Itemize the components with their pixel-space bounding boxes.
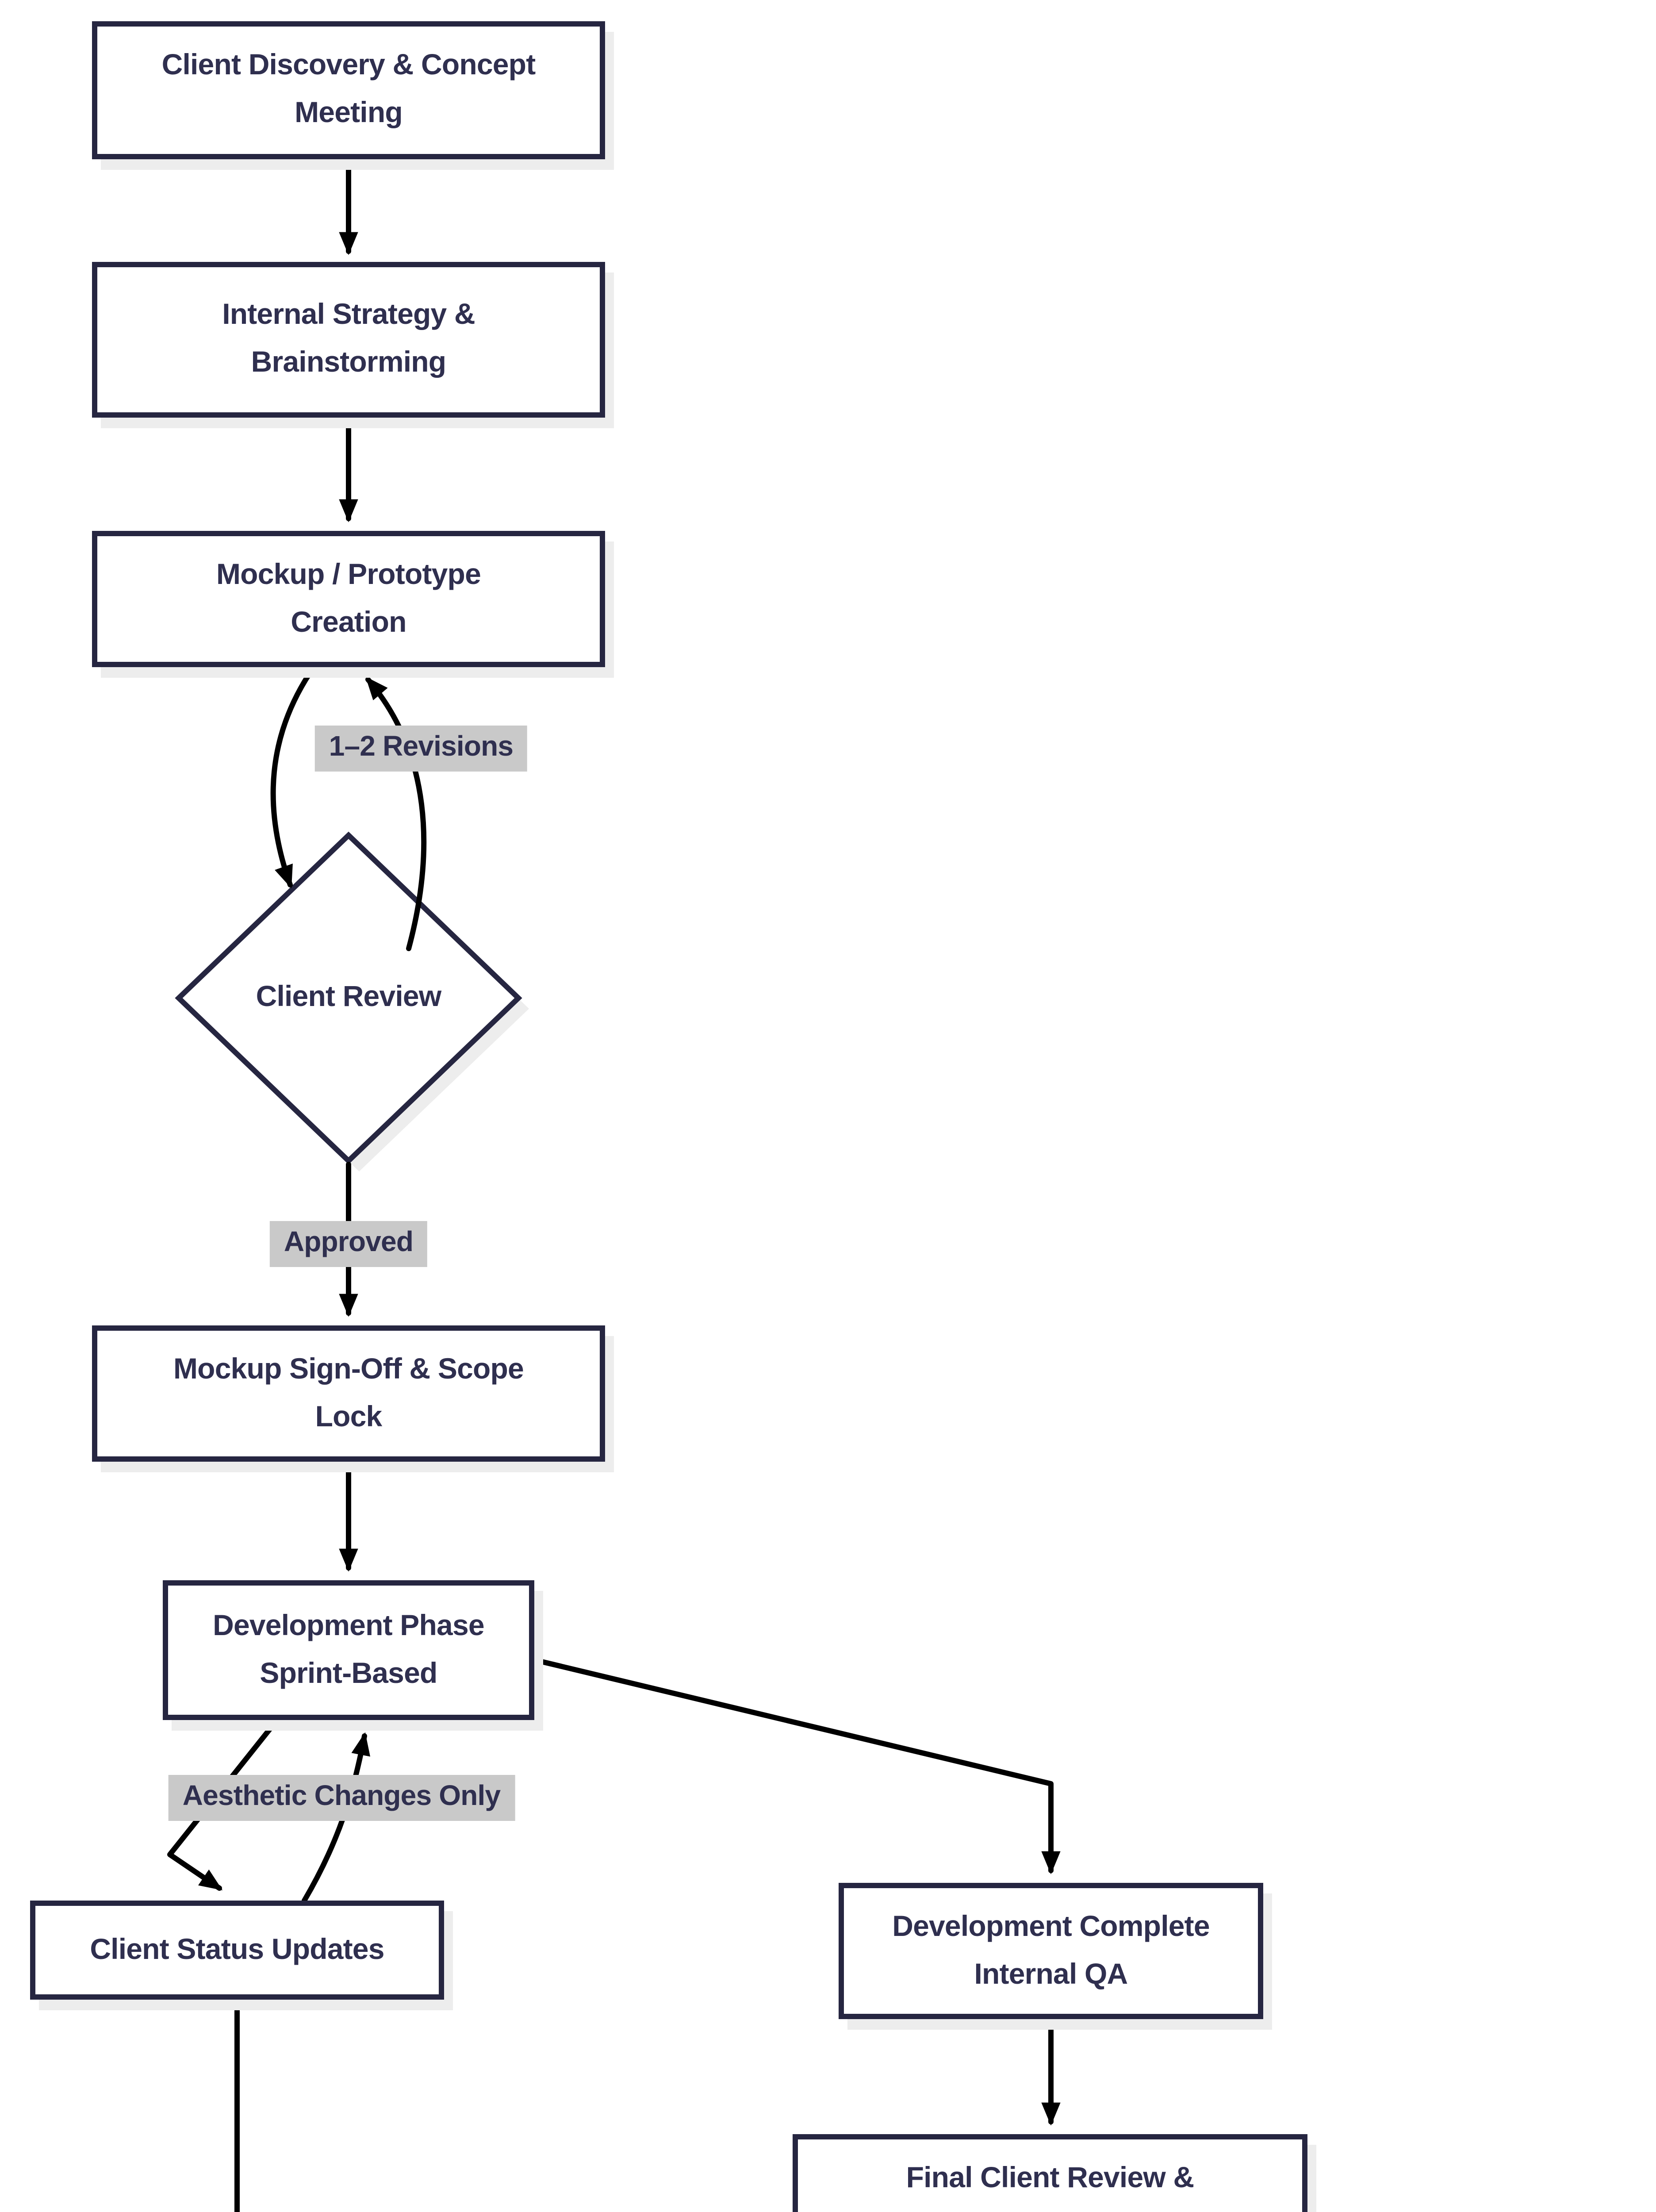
node-development-phase-line2: Sprint-Based — [260, 1657, 437, 1689]
node-mockup-signoff-line2: Lock — [315, 1401, 383, 1432]
edge-label-approved-mockup: Approved — [269, 1221, 428, 1267]
node-client-discovery: Client Discovery & Concept Meeting — [92, 21, 605, 159]
edge-label-aesthetic-changes: Aesthetic Changes Only — [168, 1775, 515, 1821]
node-mockup-prototype-line1: Mockup / Prototype — [216, 558, 481, 590]
node-development-complete-line2: Internal QA — [974, 1958, 1128, 1990]
node-client-discovery-line1: Client Discovery & Concept — [161, 50, 536, 81]
node-final-client-review-line2: Approval — [988, 2202, 1112, 2212]
node-mockup-signoff-line1: Mockup Sign-Off & Scope — [173, 1353, 524, 1385]
node-mockup-prototype-line2: Creation — [291, 606, 406, 638]
edge-status-to-newrequest — [234, 2001, 240, 2212]
node-internal-strategy-line1: Internal Strategy & — [222, 299, 475, 331]
node-development-complete: Development Complete Internal QA — [839, 1883, 1263, 2019]
edge-mockup-to-review — [270, 668, 314, 889]
client-review-diamond — [175, 831, 522, 1165]
node-internal-strategy-line2: Brainstorming — [251, 347, 446, 379]
edge-development-to-status — [167, 1721, 277, 1891]
node-mockup-prototype: Mockup / Prototype Creation — [92, 531, 605, 667]
node-client-discovery-line2: Meeting — [295, 97, 403, 129]
node-final-client-review-line1: Final Client Review & — [906, 2162, 1194, 2193]
node-client-review-label: Client Review — [256, 981, 442, 1013]
edge-review-to-mockup-revisions — [365, 676, 427, 951]
node-client-status-updates: Client Status Updates — [30, 1901, 444, 2000]
edge-development-to-complete — [532, 1657, 1061, 1874]
node-development-complete-line1: Development Complete — [892, 1910, 1210, 1942]
edge-label-revisions: 1–2 Revisions — [314, 726, 528, 772]
node-final-client-review: Final Client Review & Approval — [793, 2134, 1307, 2212]
node-development-phase: Development Phase Sprint-Based — [163, 1580, 534, 1720]
node-client-status-updates-line1: Client Status Updates — [90, 1933, 384, 1965]
node-internal-strategy: Internal Strategy & Brainstorming — [92, 262, 605, 418]
node-mockup-signoff: Mockup Sign-Off & Scope Lock — [92, 1325, 605, 1462]
node-development-phase-line1: Development Phase — [213, 1609, 484, 1641]
